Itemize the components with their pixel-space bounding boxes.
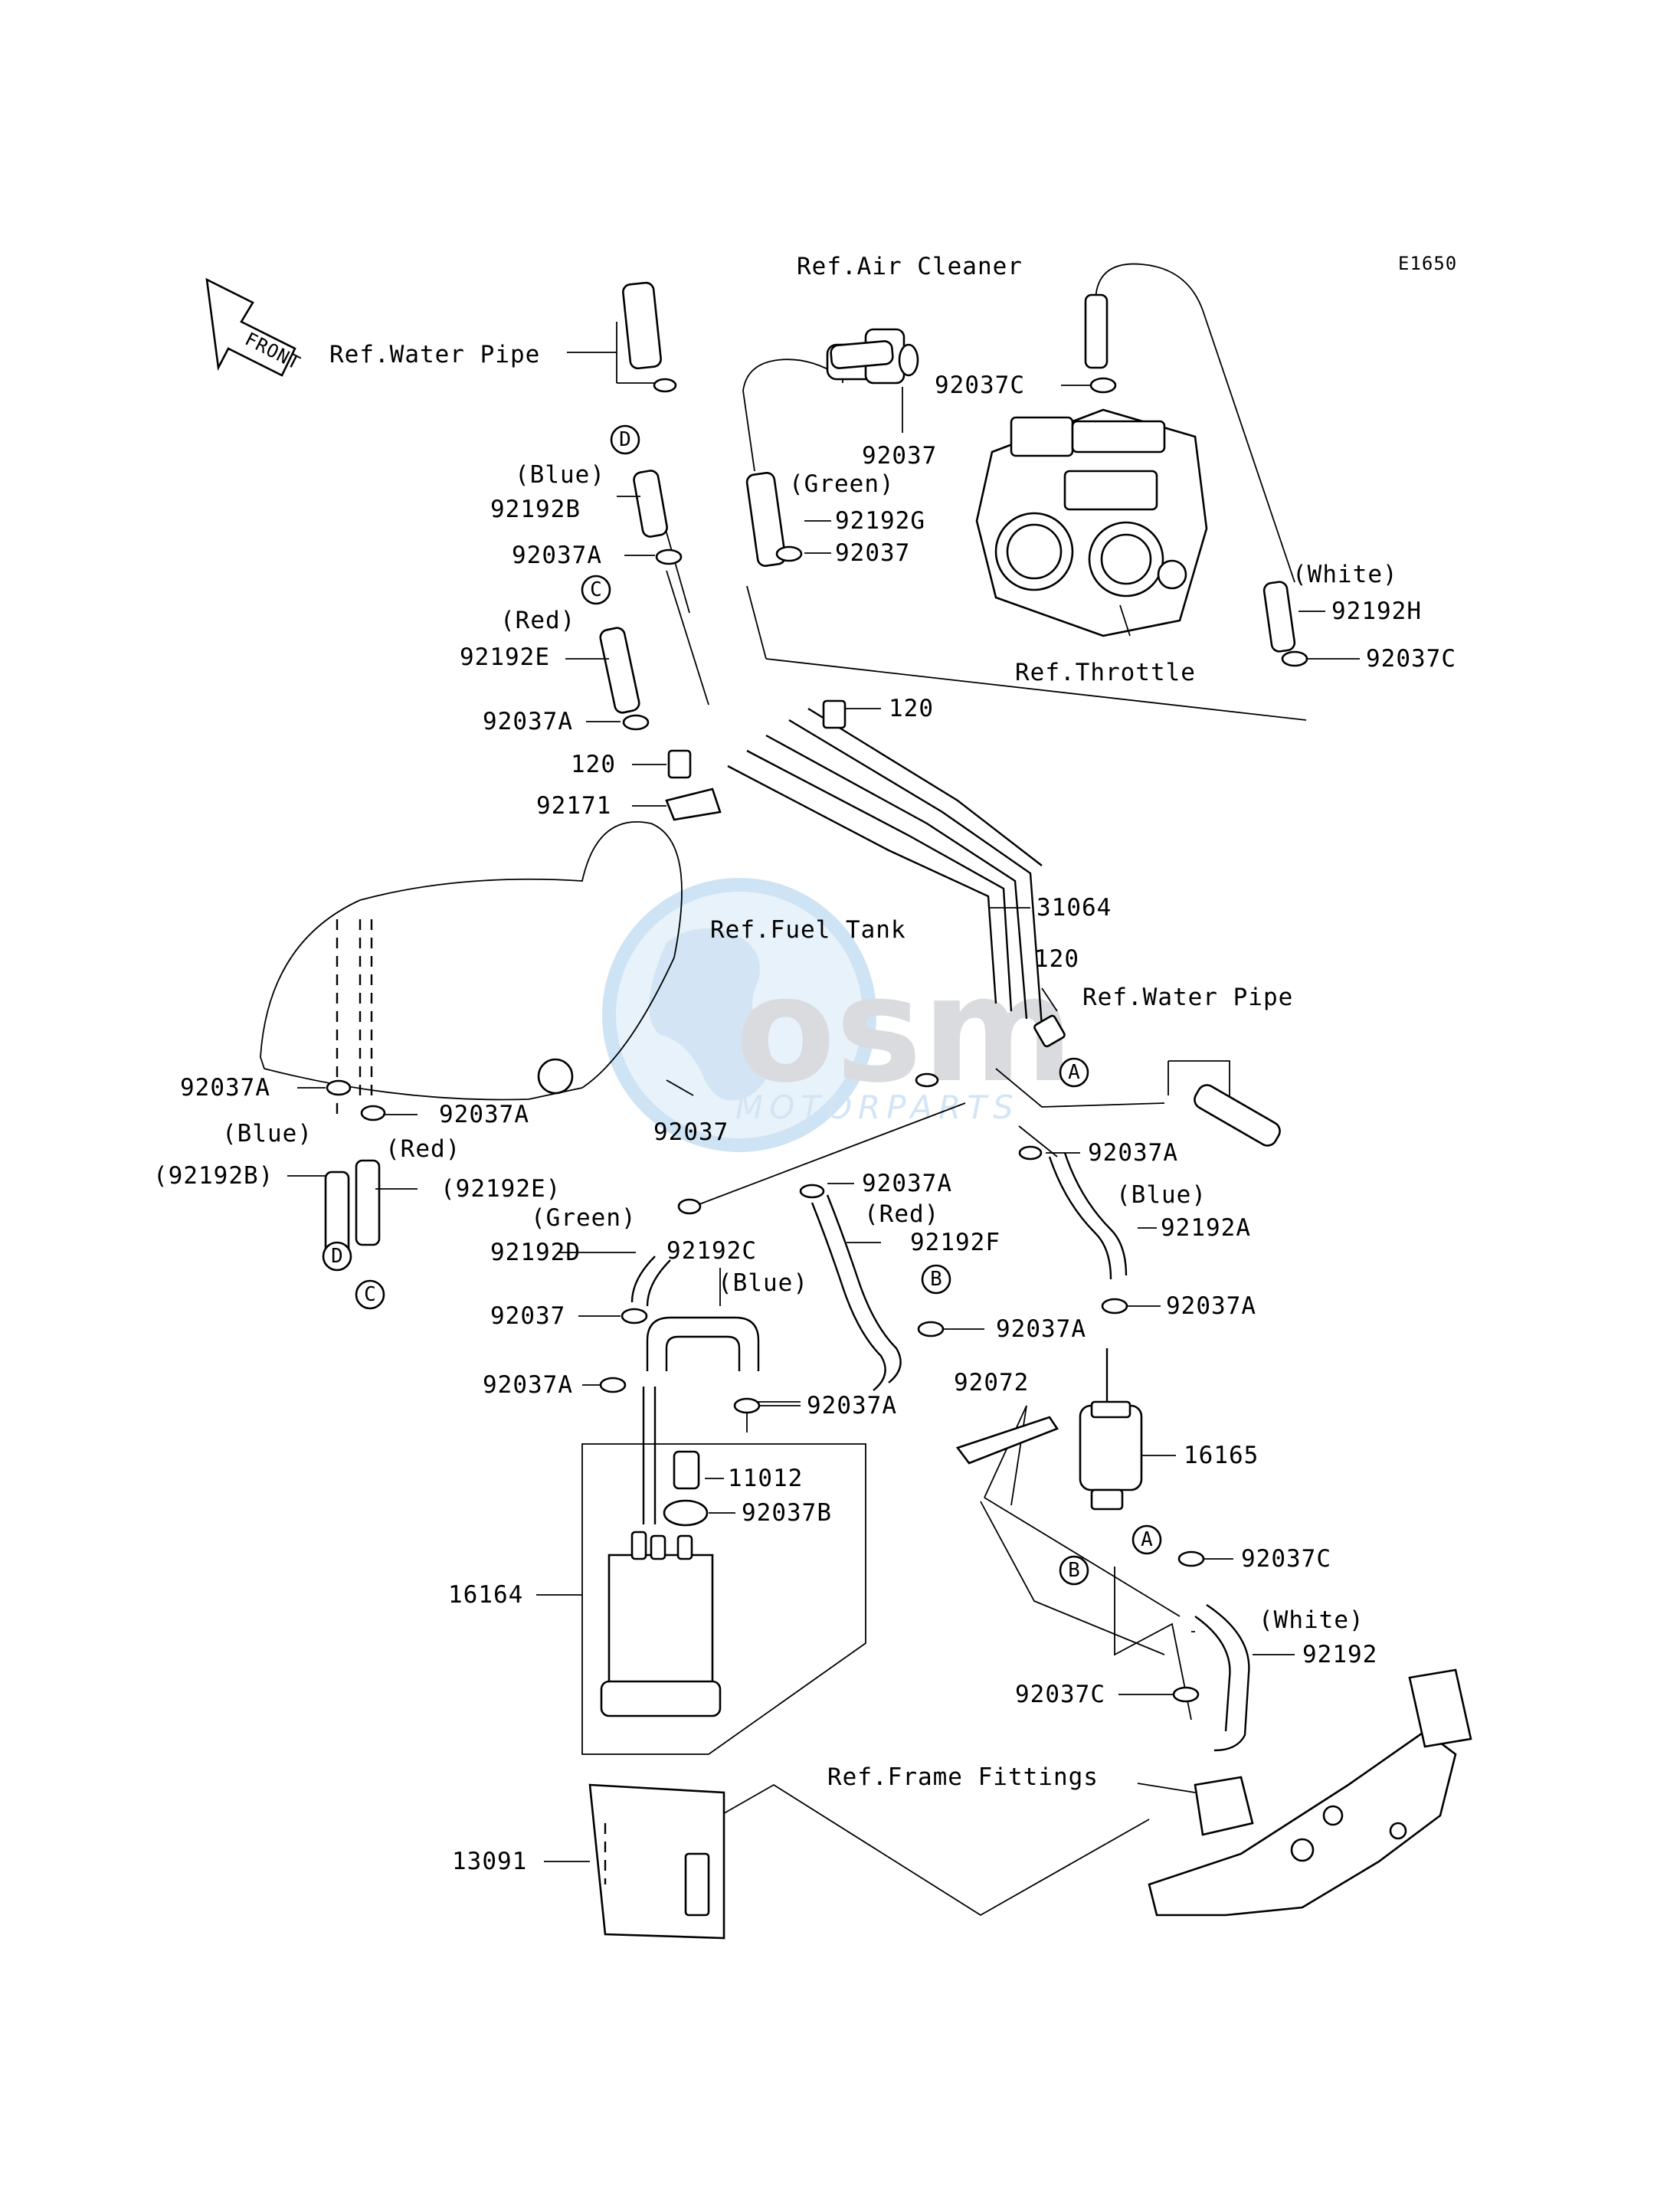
part-11012: 11012 <box>728 1465 803 1492</box>
colour-red-3: (Red) <box>864 1200 939 1228</box>
part-120-b: 120 <box>571 751 616 778</box>
colour-green-1: (Green) <box>789 470 895 498</box>
colour-blue-2: (Blue) <box>222 1120 313 1148</box>
part-92192h: 92192H <box>1331 598 1422 625</box>
marker-c-top: C <box>590 578 602 601</box>
part-92037a-9: 92037A <box>483 1371 573 1399</box>
ref-water-pipe-right: Ref.Water Pipe <box>1082 984 1293 1011</box>
part-120-c: 120 <box>1034 945 1079 973</box>
part-92037-green: 92037 <box>835 539 910 567</box>
part-92037a-10: 92037A <box>807 1392 897 1419</box>
part-92192e-paren: (92192E) <box>440 1175 561 1203</box>
part-92192e: 92192E <box>460 643 550 671</box>
part-92037a-8: 92037A <box>1166 1292 1256 1320</box>
ref-throttle: Ref.Throttle <box>1015 659 1196 686</box>
part-16165: 16165 <box>1184 1442 1259 1469</box>
part-92171: 92171 <box>536 792 611 820</box>
bolt-120-b <box>667 749 692 779</box>
part-92037c-right: 92037C <box>1366 645 1456 673</box>
part-92037-left: 92037 <box>490 1302 565 1330</box>
ref-fuel-tank: Ref.Fuel Tank <box>710 916 906 944</box>
marker-a-bottom: A <box>1141 1528 1153 1551</box>
colour-labels: (Blue) (Green) (Red) (White) (Blue) (Red… <box>222 461 1398 1634</box>
marker-a-mid: A <box>1068 1061 1080 1084</box>
part-92192f: 92192F <box>910 1229 1000 1256</box>
cover-13091 <box>588 1783 725 1940</box>
ref-air-cleaner: Ref.Air Cleaner <box>797 253 1023 280</box>
part-31064: 31064 <box>1036 894 1112 922</box>
part-92037a-4: 92037A <box>439 1101 529 1128</box>
colour-white-2: (White) <box>1259 1606 1364 1634</box>
clamp-symbols <box>326 377 1308 1703</box>
frame-fittings <box>1148 1668 1472 1917</box>
clamp-92171 <box>665 787 722 821</box>
watermark: osm MOTORPARTS <box>602 878 1074 1152</box>
part-92192b-paren: (92192B) <box>153 1162 273 1190</box>
part-92037a-6: 92037A <box>862 1170 952 1197</box>
part-92192a: 92192A <box>1161 1214 1251 1242</box>
colour-blue-3: (Blue) <box>1116 1181 1207 1209</box>
routing-lines <box>567 263 1307 1917</box>
canister-16164 <box>600 1531 722 1717</box>
water-pipe-right <box>1194 1084 1281 1147</box>
markers: D C A B D C A B <box>322 424 1162 1586</box>
colour-red-2: (Red) <box>385 1135 460 1163</box>
front-arrow: FRONT <box>205 277 304 377</box>
part-92037c-top: 92037C <box>935 372 1025 399</box>
bolt-120-a <box>822 699 847 729</box>
colour-blue-4: (Blue) <box>718 1269 808 1297</box>
part-92192b: 92192B <box>490 496 581 523</box>
reference-labels: Ref.Air Cleaner Ref.Water Pipe Ref.Throt… <box>329 253 1293 1791</box>
part-92192: 92192 <box>1302 1641 1377 1668</box>
part-92037a-2: 92037A <box>483 708 573 735</box>
fuel-tank <box>260 820 683 1101</box>
part-92192c: 92192C <box>666 1237 757 1265</box>
marker-b-mid: B <box>930 1268 942 1291</box>
bolt-120-c <box>1033 1014 1066 1048</box>
part-92037a-7: 92037A <box>996 1315 1086 1343</box>
leader-lines <box>287 385 1360 1862</box>
components <box>260 281 1472 1940</box>
part-92037a-1: 92037A <box>512 542 602 569</box>
colour-green-2: (Green) <box>531 1204 637 1232</box>
part-92037a-5: 92037A <box>1088 1139 1178 1167</box>
part-labels: 92037C 92037 92192B 92192G 92037A 92037 … <box>153 372 1456 1875</box>
colour-red-1: (Red) <box>500 607 575 634</box>
clamp-92037b <box>663 1499 709 1527</box>
bracket-92072 <box>955 1416 1059 1465</box>
part-13091: 13091 <box>452 1848 527 1875</box>
marker-d-top: D <box>619 428 631 451</box>
part-120-a: 120 <box>889 695 934 722</box>
marker-c-bottom: C <box>364 1283 376 1306</box>
part-92072: 92072 <box>954 1369 1029 1396</box>
colour-blue-1: (Blue) <box>515 461 605 489</box>
part-92037-air-cleaner: 92037 <box>862 442 937 470</box>
part-92037a-3: 92037A <box>180 1074 270 1102</box>
part-92037b: 92037B <box>742 1499 832 1527</box>
part-92037-mid: 92037 <box>653 1118 729 1146</box>
watermark-sub: MOTORPARTS <box>735 1089 1020 1126</box>
ref-frame-fittings: Ref.Frame Fittings <box>827 1763 1099 1791</box>
part-16164: 16164 <box>448 1581 523 1609</box>
marker-b-bottom: B <box>1068 1559 1080 1582</box>
fuel-filter-16165 <box>1079 1348 1143 1511</box>
cap-11012 <box>673 1450 700 1490</box>
ref-water-pipe-top: Ref.Water Pipe <box>329 341 540 368</box>
part-92192d: 92192D <box>490 1239 581 1266</box>
water-pipe-stub-top <box>622 281 662 370</box>
colour-white-1: (White) <box>1292 561 1398 588</box>
part-92037c-3: 92037C <box>1241 1545 1331 1573</box>
part-92192g: 92192G <box>835 507 925 535</box>
part-92037c-4: 92037C <box>1015 1681 1105 1708</box>
marker-d-bottom: D <box>331 1245 343 1268</box>
throttle-body <box>975 408 1208 637</box>
diagram-code: E1650 <box>1398 253 1457 274</box>
